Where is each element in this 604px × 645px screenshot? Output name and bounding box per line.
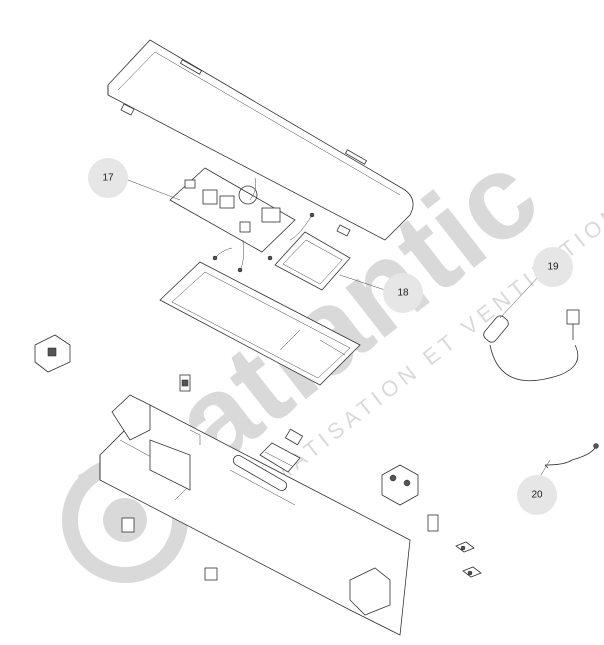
small-bracket [34, 334, 71, 373]
small-bracket-right-1 [455, 541, 475, 553]
terminal-block [259, 442, 301, 473]
top-cover [107, 39, 414, 241]
callout-19: 19 [533, 247, 573, 287]
front-frame [159, 261, 361, 386]
display-board-18 [274, 231, 351, 291]
callout-label-17: 17 [102, 173, 114, 184]
callout-17: 17 [88, 158, 128, 198]
small-clip-left [121, 517, 135, 533]
small-bracket-right-2 [462, 566, 482, 578]
sensor-probe-20 [544, 443, 599, 469]
callout-18: 18 [383, 273, 423, 313]
small-clip [179, 374, 191, 392]
small-clip-right [427, 514, 439, 532]
temperature-sensor-19 [483, 309, 580, 382]
small-clip-bottom [204, 567, 218, 581]
callout-label-18: 18 [397, 288, 409, 299]
connector-part [284, 428, 304, 446]
callout-20: 20 [517, 475, 557, 515]
terminal-connector [381, 464, 419, 506]
circuit-board-17 [169, 167, 315, 273]
callout-label-19: 19 [547, 262, 559, 273]
callout-label-20: 20 [531, 490, 543, 501]
base-chassis [99, 394, 411, 636]
